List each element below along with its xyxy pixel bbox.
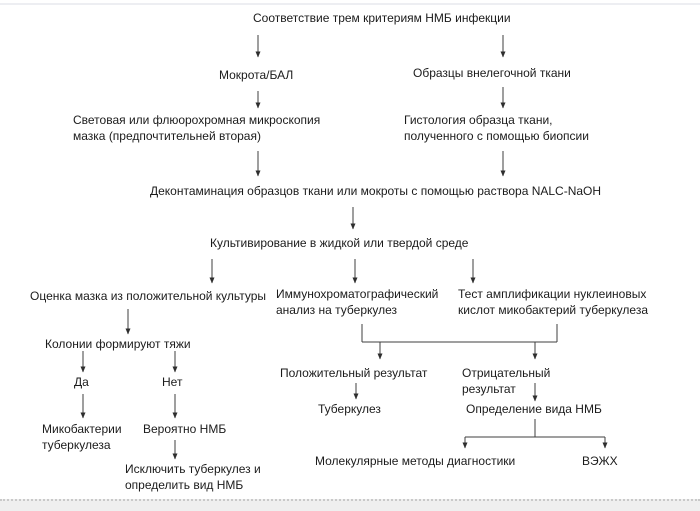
node-microscopy: Световая или флюорохромная микроскопия м… xyxy=(73,113,321,143)
node-cultivation: Культивирование в жидкой или твердой сре… xyxy=(210,236,469,250)
node-yes: Да xyxy=(74,375,89,389)
footer-strip xyxy=(0,499,700,511)
node-smear-evaluation: Оценка мазка из положительной культуры xyxy=(30,289,267,303)
node-positive-result: Положительный результат xyxy=(280,366,428,380)
node-mtb: Микобактерии туберкулеза xyxy=(42,422,122,452)
node-probable-ntm: Вероятно НМБ xyxy=(143,422,227,436)
node-hplc: ВЭЖХ xyxy=(582,454,618,468)
node-extrapulmonary: Образцы внелегочной ткани xyxy=(413,66,571,80)
node-molecular-methods: Молекулярные методы диагностики xyxy=(315,454,516,468)
node-exclude-tb: Исключить туберкулез и определить вид НМ… xyxy=(125,462,261,492)
node-criteria: Соответствие трем критериям НМБ инфекции xyxy=(253,11,511,25)
node-tuberculosis: Туберкулез xyxy=(318,402,381,416)
node-negative-result: Отрицательный результат xyxy=(462,366,551,396)
node-decontamination: Деконтаминация образцов ткани или мокрот… xyxy=(150,184,602,198)
node-no: Нет xyxy=(162,375,183,389)
node-ntm-species: Определение вида НМБ xyxy=(466,402,602,416)
node-histology: Гистология образца ткани, полученного с … xyxy=(404,113,589,143)
node-immunochromatography: Иммунохроматографический анализ на тубер… xyxy=(276,287,439,317)
node-naat-test: Тест амплификации нуклеиновых кислот мик… xyxy=(458,287,649,317)
node-sputum-bal: Мокрота/БАЛ xyxy=(219,68,294,82)
node-cording: Колонии формируют тяжи xyxy=(45,337,191,351)
top-border-line xyxy=(0,3,700,5)
